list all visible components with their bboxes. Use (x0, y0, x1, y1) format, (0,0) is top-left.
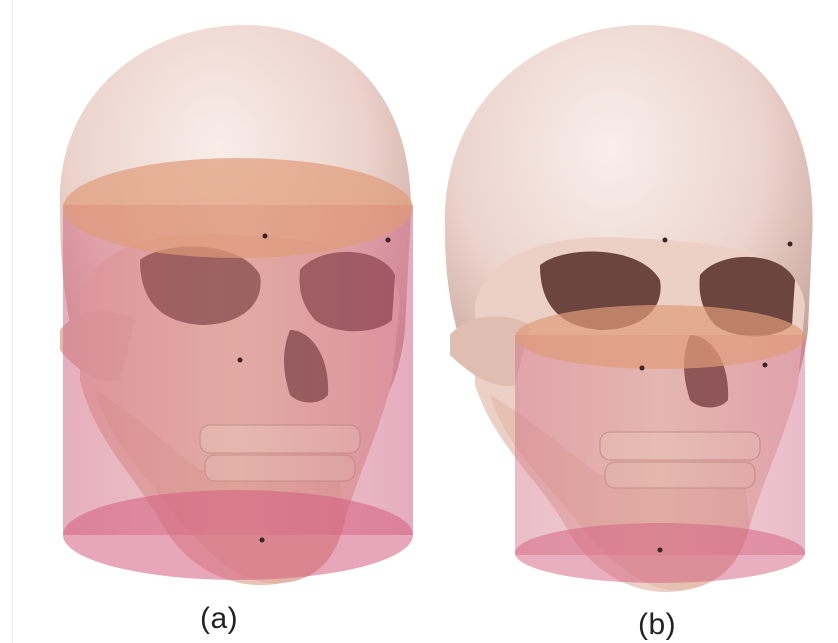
cylinder-bottom (515, 523, 805, 583)
panel-label-b: (b) (638, 608, 676, 642)
panel-label-a: (a) (200, 602, 238, 636)
landmark-dot (386, 238, 391, 243)
landmark-dot (788, 242, 793, 247)
cylinder-top (515, 305, 805, 369)
landmark-dot (238, 358, 243, 363)
cylinder-top (63, 158, 413, 258)
landmark-dot (763, 363, 768, 368)
skull-illustration-a (0, 0, 420, 643)
landmark-dot (263, 234, 268, 239)
panel-b: (b) (420, 0, 838, 643)
landmark-dot (260, 538, 265, 543)
landmark-dot (658, 548, 663, 553)
landmark-dot (640, 366, 645, 371)
landmark-dot (663, 238, 668, 243)
skull-illustration-b (420, 0, 838, 643)
cylinder-bottom (63, 490, 413, 580)
panel-a: (a) (0, 0, 420, 643)
